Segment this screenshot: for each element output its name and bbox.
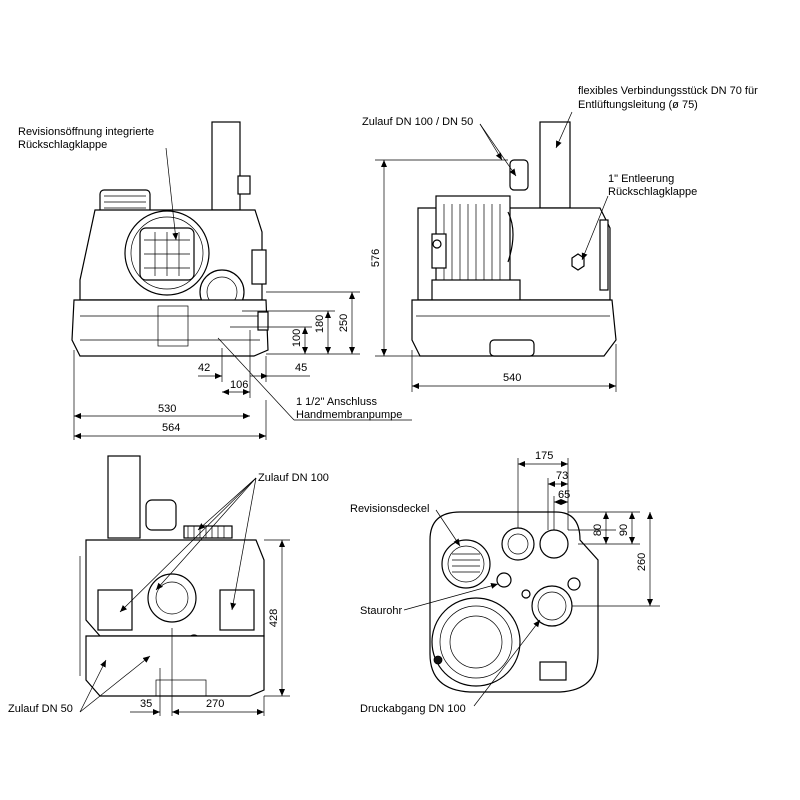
label-staurohr: Staurohr <box>360 605 403 617</box>
dim-175: 175 <box>535 450 553 462</box>
dim-100: 100 <box>291 329 303 347</box>
dim-180: 180 <box>314 315 326 333</box>
front-view <box>71 121 269 357</box>
label-pump-line2: Handmembranpumpe <box>296 409 402 421</box>
dim-250: 250 <box>338 314 350 332</box>
label-entleerung-line2: Rückschlagklappe <box>608 186 697 198</box>
dim-564: 564 <box>162 422 180 434</box>
dim-35: 35 <box>140 698 152 710</box>
label-zulauf-dn100: Zulauf DN 100 <box>258 472 329 484</box>
label-flex-line1: flexibles Verbindungsstück DN 70 für <box>578 85 758 97</box>
dim-540: 540 <box>503 372 521 384</box>
dim-80: 80 <box>592 524 604 536</box>
label-druckabgang: Druckabgang DN 100 <box>360 703 466 715</box>
rear-view-dimensions: 428 35 270 <box>79 477 290 716</box>
dim-42: 42 <box>198 362 210 374</box>
dim-530: 530 <box>158 403 176 415</box>
rear-view <box>79 455 265 697</box>
dim-428: 428 <box>268 609 280 627</box>
label-revision-line2: Rückschlagklappe <box>18 139 107 151</box>
dim-106: 106 <box>230 379 248 391</box>
top-view-dimensions: 175 73 65 80 90 260 <box>403 450 660 707</box>
label-entleerung-line1: 1" Entleerung <box>608 173 674 185</box>
dim-576: 576 <box>370 249 382 267</box>
label-revisionsdeckel: Revisionsdeckel <box>350 503 429 515</box>
label-zulauf-dn50: Zulauf DN 50 <box>8 703 73 715</box>
label-zulauf-dn100-dn50: Zulauf DN 100 / DN 50 <box>362 116 473 128</box>
side-view <box>411 121 617 357</box>
side-view-dimensions: 576 540 <box>370 111 617 392</box>
label-revision-line1: Revisionsöffnung integrierte <box>18 126 154 138</box>
dim-90: 90 <box>618 524 630 536</box>
dim-65: 65 <box>558 489 570 501</box>
dim-45: 45 <box>295 362 307 374</box>
dim-260: 260 <box>636 553 648 571</box>
label-flex-line2: Entlüftungsleitung (ø 75) <box>578 99 698 111</box>
dim-73: 73 <box>556 470 568 482</box>
dim-270: 270 <box>206 698 224 710</box>
front-view-dimensions: 250 180 100 42 45 106 530 564 <box>73 147 412 440</box>
top-view <box>429 511 599 693</box>
label-pump-line1: 1 1/2" Anschluss <box>296 396 377 408</box>
